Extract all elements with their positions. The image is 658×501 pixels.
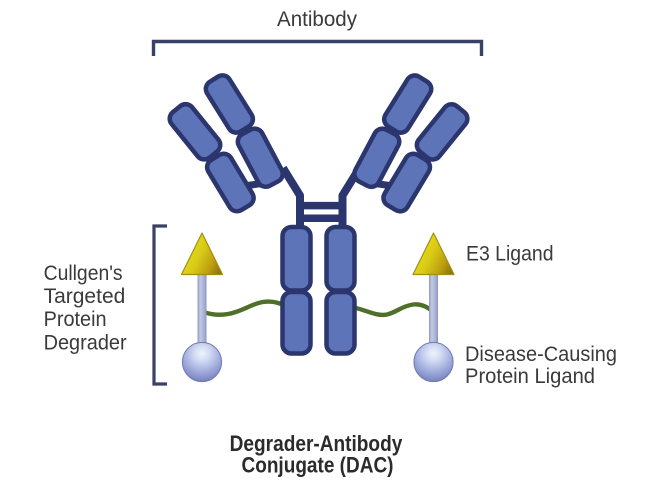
svg-text:Protein: Protein (44, 307, 107, 331)
svg-text:Degrader-Antibody: Degrader-Antibody (230, 431, 403, 456)
svg-text:Disease-Causing: Disease-Causing (465, 342, 617, 366)
svg-text:Antibody: Antibody (277, 7, 357, 31)
svg-text:Targeted: Targeted (44, 284, 126, 308)
svg-text:Degrader: Degrader (44, 330, 127, 354)
svg-text:Conjugate (DAC): Conjugate (DAC) (242, 453, 394, 478)
svg-text:Cullgen's: Cullgen's (44, 261, 123, 285)
svg-text:Protein Ligand: Protein Ligand (465, 364, 595, 388)
svg-text:E3 Ligand: E3 Ligand (466, 242, 554, 266)
